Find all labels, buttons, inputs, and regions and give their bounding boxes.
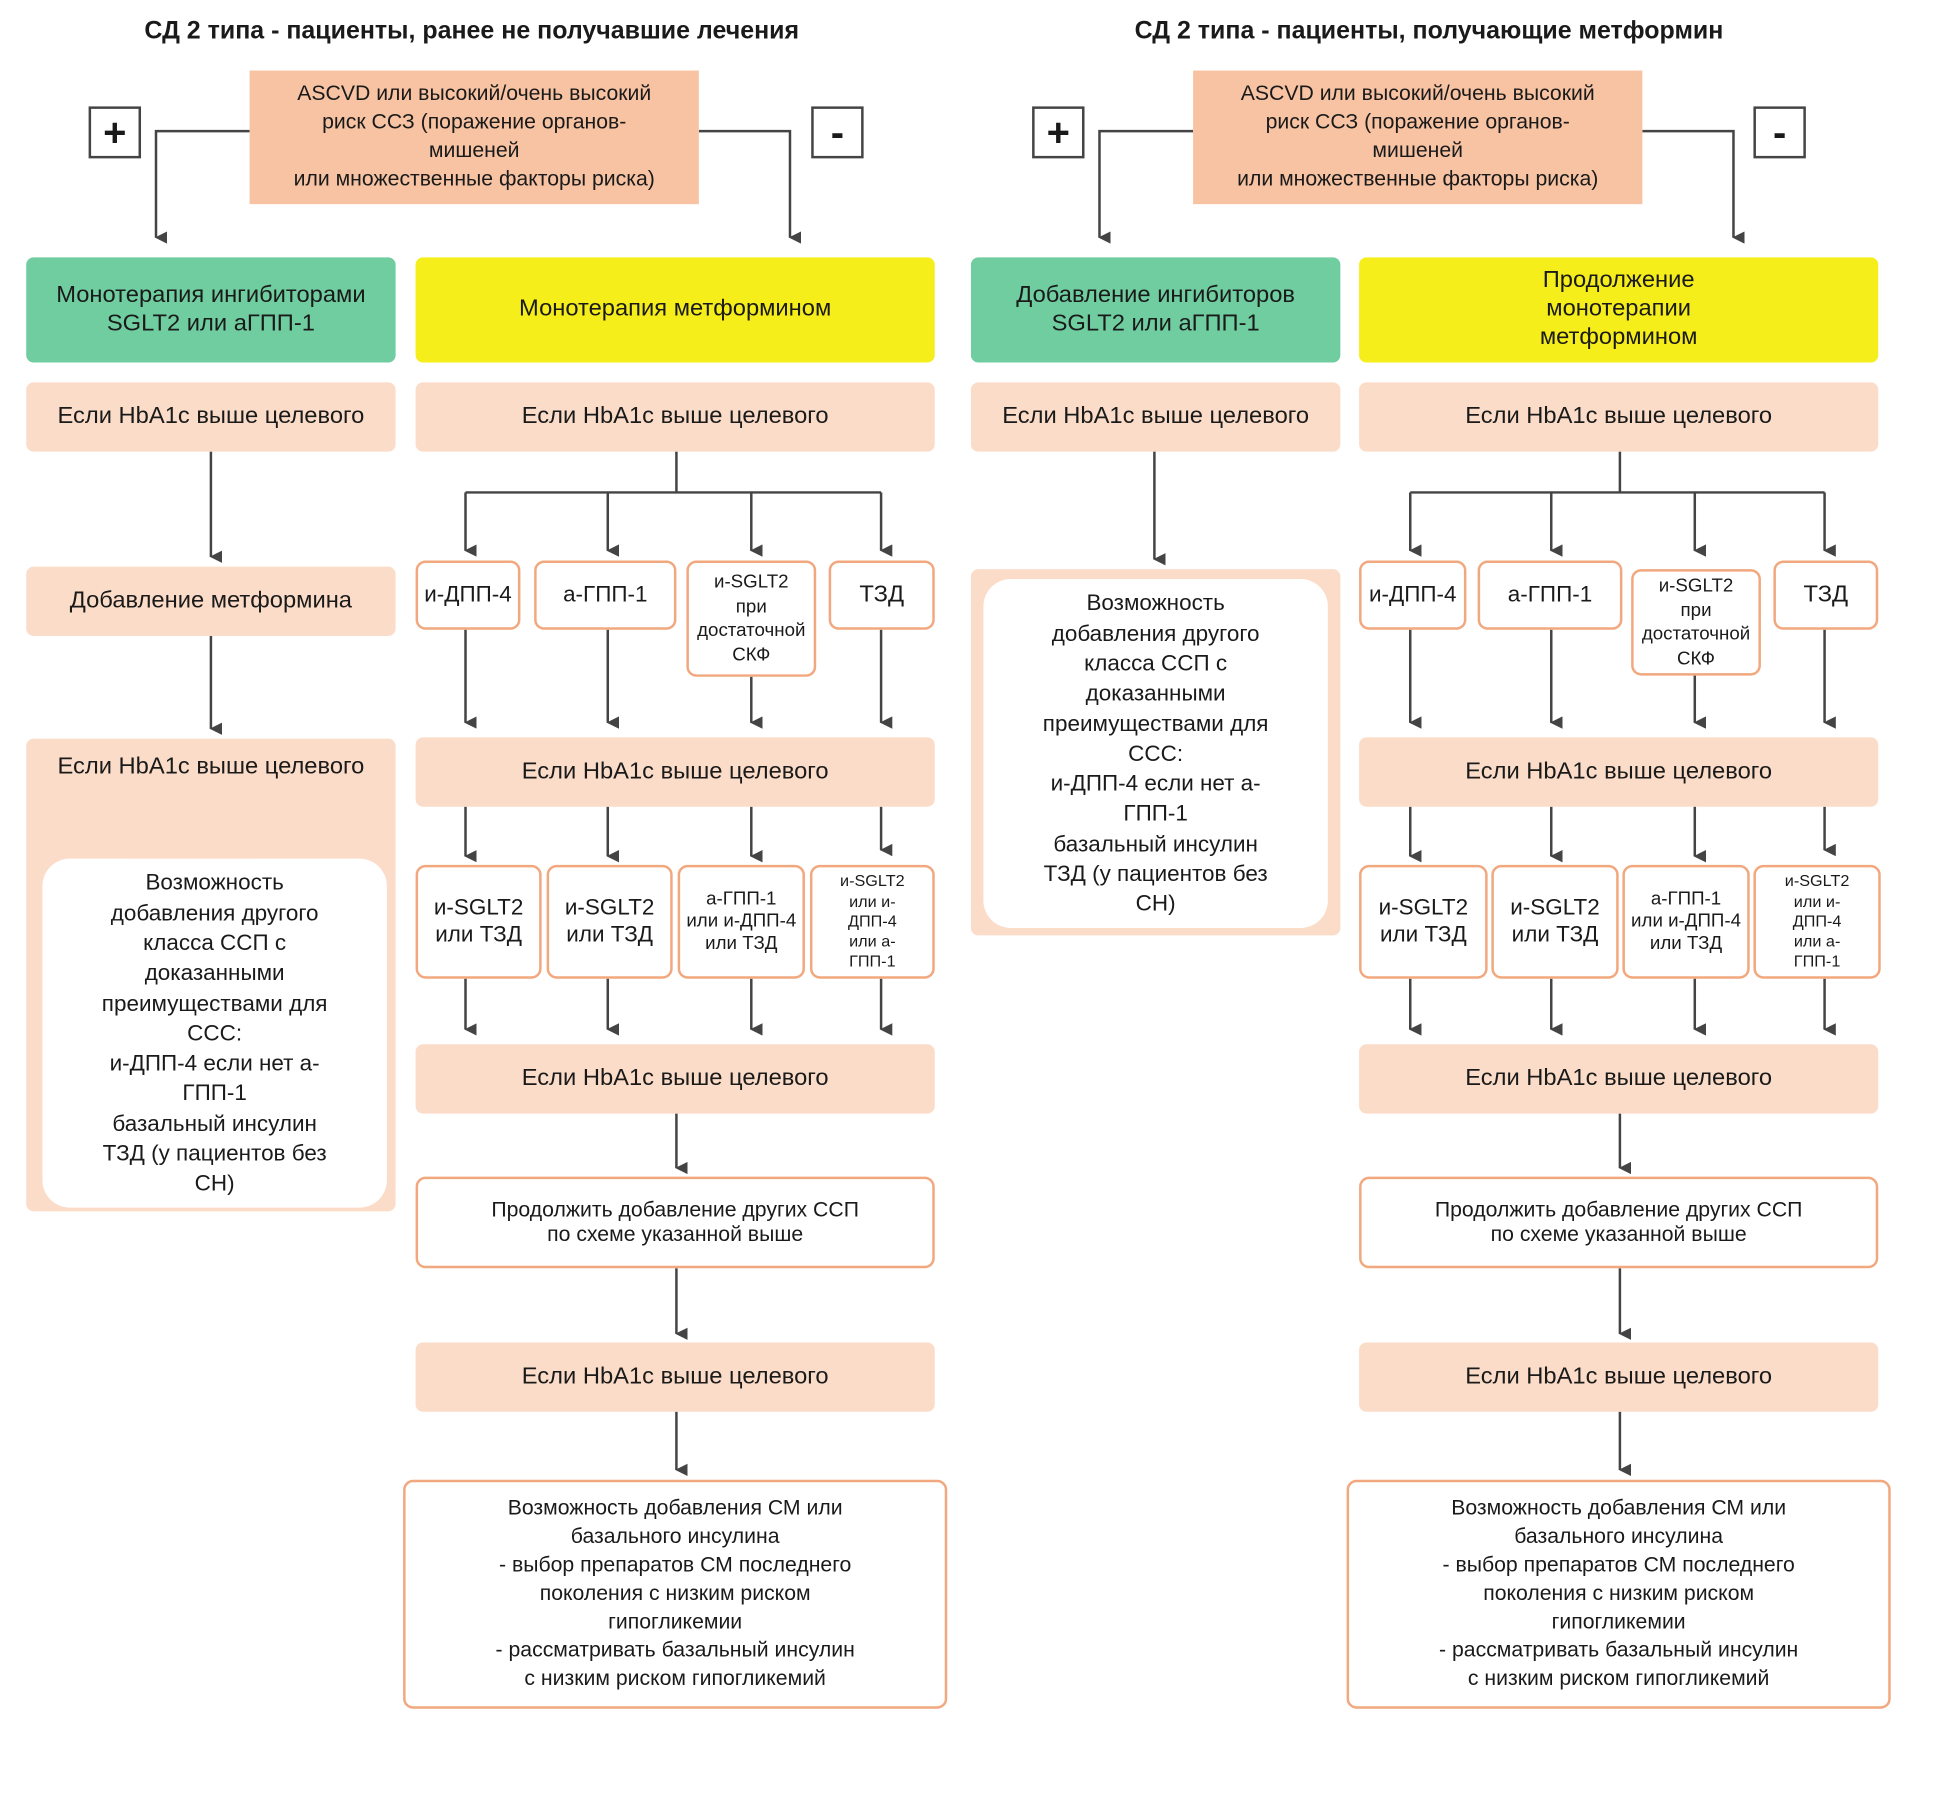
left-plus-icon: +: [88, 106, 142, 159]
left-continue-box: Продолжить добавление других ССП по схем…: [415, 1176, 935, 1269]
right-risk-box: ASCVD или высокий/очень высокий риск ССЗ…: [1193, 70, 1643, 205]
right-drug2-option-4: и-SGLT2 или и- ДПП-4 или а- ГПП-1: [1753, 864, 1881, 979]
right-continue-metformin: Продолжение монотерапии метформином: [1359, 257, 1879, 363]
left-drug1-glp1: а-ГПП-1: [534, 560, 677, 630]
left-panel-title: СД 2 типа - пациенты, ранее не получавши…: [144, 17, 800, 45]
left-metformin-monotherapy: Монотерапия метформином: [415, 257, 935, 363]
right-pos-option-box: Возможность добавления другого класса СС…: [983, 579, 1328, 928]
left-pos-option-box: Возможность добавления другого класса СС…: [42, 858, 387, 1208]
right-drug2-option-3: а-ГПП-1 или и-ДПП-4 или ТЗД: [1622, 864, 1750, 979]
left-neg-hba1c-check-1: Если HbA1c выше целевого: [415, 382, 935, 452]
right-drug2-option-2: и-SGLT2 или ТЗД: [1491, 864, 1619, 979]
right-add-sglt2-glp1: Добавление ингибиторов SGLT2 или аГПП-1: [970, 257, 1341, 363]
negative-branch-arrow: [698, 129, 802, 244]
left-drug2-option-3: а-ГПП-1 или и-ДПП-4 или ТЗД: [677, 864, 805, 979]
left-drug2-option-1: и-SGLT2 или ТЗД: [415, 864, 542, 979]
positive-branch-arrow: [1098, 129, 1194, 244]
left-final-box: Возможность добавления СМ или базального…: [403, 1479, 948, 1709]
right-pos-hba1c-check: Если HbA1c выше целевого: [970, 382, 1341, 452]
left-drug1-sglt2: и-SGLT2 при достаточной СКФ: [686, 560, 817, 677]
left-drug1-tzd: ТЗД: [828, 560, 935, 630]
right-drug1-sglt2: и-SGLT2 при достаточной СКФ: [1631, 569, 1761, 676]
left-add-metformin: Добавление метформина: [26, 566, 396, 636]
left-neg-hba1c-check-3: Если HbA1c выше целевого: [415, 1044, 935, 1114]
left-neg-hba1c-check-2: Если HbA1c выше целевого: [415, 737, 935, 807]
right-drug2-option-1: и-SGLT2 или ТЗД: [1359, 864, 1488, 979]
right-drug1-tzd: ТЗД: [1773, 560, 1879, 630]
negative-branch-arrow: [1642, 129, 1745, 244]
left-drug1-dpp4: и-ДПП-4: [415, 560, 521, 630]
right-plus-icon: +: [1032, 106, 1085, 159]
right-drug1-dpp4: и-ДПП-4: [1359, 560, 1467, 630]
right-neg-hba1c-check-1: Если HbA1c выше целевого: [1359, 382, 1879, 452]
left-sglt2-glp1-monotherapy: Монотерапия ингибиторами SGLT2 или аГПП-…: [26, 257, 396, 363]
right-panel-title: СД 2 типа - пациенты, получающие метформ…: [1134, 17, 1724, 45]
left-neg-hba1c-check-4: Если HbA1c выше целевого: [415, 1342, 935, 1412]
right-final-box: Возможность добавления СМ или базального…: [1346, 1479, 1891, 1709]
right-continue-box: Продолжить добавление других ССП по схем…: [1359, 1176, 1879, 1269]
positive-branch-arrow: [154, 129, 250, 244]
left-pos-hba1c-check-2: Если HbA1c выше целевого: [57, 753, 365, 780]
left-drug2-option-4: и-SGLT2 или и- ДПП-4 или а- ГПП-1: [809, 864, 935, 979]
right-drug1-glp1: а-ГПП-1: [1477, 560, 1623, 630]
right-neg-hba1c-check-2: Если HbA1c выше целевого: [1359, 737, 1879, 807]
left-risk-box: ASCVD или высокий/очень высокий риск ССЗ…: [249, 70, 699, 205]
left-drug2-option-2: и-SGLT2 или ТЗД: [546, 864, 673, 979]
left-pos-hba1c-check: Если HbA1c выше целевого: [26, 382, 396, 452]
right-neg-hba1c-check-3: Если HbA1c выше целевого: [1359, 1044, 1879, 1114]
right-neg-hba1c-check-4: Если HbA1c выше целевого: [1359, 1342, 1879, 1412]
right-minus-icon: -: [1753, 106, 1806, 159]
left-minus-icon: -: [811, 106, 864, 159]
